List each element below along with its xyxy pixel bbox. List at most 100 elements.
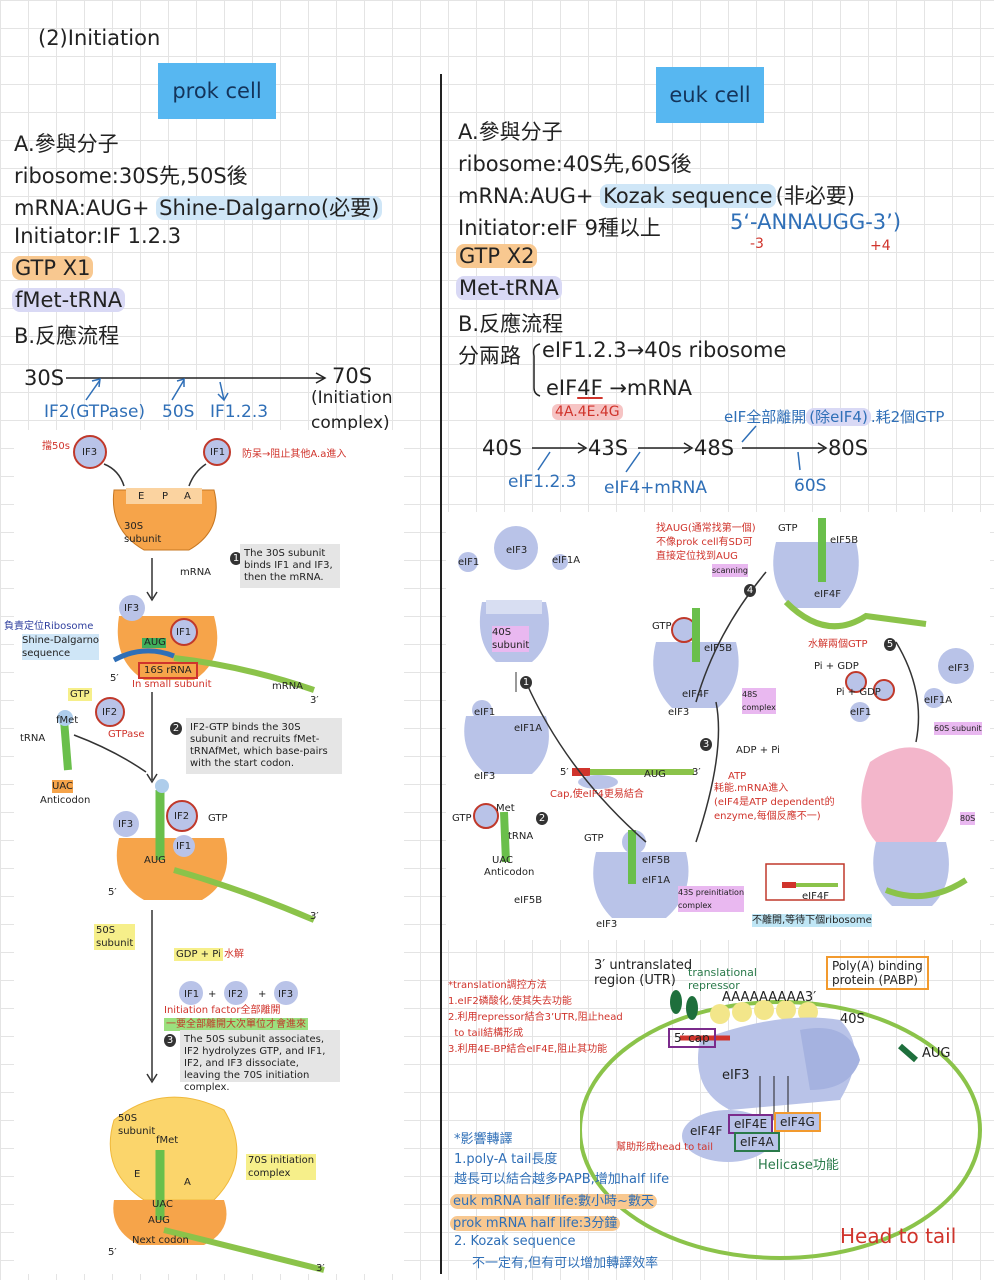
prok-flow-70s: 70S (332, 364, 372, 388)
euk-fig-eif4f-3: eIF4F (802, 890, 829, 903)
euk-affect-0: *影響轉譯 (454, 1128, 513, 1147)
euk-line-mrna: mRNA:AUG+ Kozak sequence(非必要) (458, 180, 855, 210)
prok-fig-gtpase: GTPase (108, 728, 145, 741)
euk-fig-eif3-3: eIF3 (948, 662, 969, 675)
euk-line-initiator: Initiator:eIF 9種以上 (458, 212, 661, 242)
euk-lower-polya: AAAAAAAAA3′ (722, 990, 816, 1005)
euk-fig-eif3-1: eIF3 (506, 544, 527, 557)
prok-fig-aug-2: AUG (144, 854, 166, 867)
euk-scanning: scanning (712, 564, 748, 577)
euk-fig-80s: 80S (960, 812, 975, 825)
prok-fig-next-codon: Next codon (132, 1234, 189, 1247)
prok-fig-if2-label-3: IF2 (228, 988, 243, 1001)
prok-fig-plus-1: + (208, 988, 216, 1001)
prok-fig-aug-1: AUG (144, 636, 166, 649)
euk-atp-note1: 耗能.mRNA進入 (714, 782, 788, 795)
euk-kozak-p4: +4 (870, 238, 891, 254)
euk-fig-60s: 60S subunit (934, 722, 982, 735)
prok-fig-gtp: GTP (68, 688, 92, 701)
euk-line-b: B.反應流程 (458, 308, 563, 338)
prok-fig-gdp: GDP + Pi (174, 948, 223, 961)
euk-gtp: GTP X2 (456, 244, 537, 268)
euk-fig-aug: AUG (644, 768, 666, 781)
prok-fig-mrna-2: mRNA (272, 680, 303, 693)
euk-fig-gtp-1: GTP (778, 522, 798, 535)
prok-fig-step2: IF2-GTP binds the 30S subunit and recrui… (186, 718, 342, 774)
euk-lower-eif4g: eIF4G (774, 1112, 821, 1132)
prok-fig-hydrolysis: 水解 (224, 948, 244, 961)
euk-fig-eif1a-3: eIF1A (924, 694, 952, 707)
prok-flow-label-if123: IF1.2.3 (210, 402, 268, 422)
euk-affect-3: euk mRNA half life:數小時~數天 (450, 1194, 657, 1209)
euk-fig-eif4f-1: eIF4F (814, 588, 841, 601)
euk-lower-help: 幫助形成head to tail (616, 1138, 713, 1153)
prok-fig-if-leave: Initiation factor全部離開 (164, 1004, 281, 1017)
prok-fig-if2-label-1: IF2 (102, 706, 117, 719)
euk-fig-3prime: 3′ (692, 766, 701, 779)
euk-line-a: A.參與分子 (458, 116, 563, 146)
euk-fig-num1: 1 (520, 676, 532, 689)
prok-fig-if1-label-3: IF1 (176, 840, 191, 853)
prok-fig-aug-3: AUG (148, 1214, 170, 1227)
column-divider (440, 74, 442, 1274)
euk-lower-head-tail: Head to tail (840, 1224, 956, 1248)
prok-line-b: B.反應流程 (14, 320, 119, 350)
prok-fig-p-1: P (162, 490, 168, 503)
euk-affect-2: 越長可以結合越多PAPB,增加half life (454, 1168, 669, 1187)
prok-fig-5prime-2: 5′ (108, 886, 117, 899)
prok-fig-gtp-2: GTP (208, 812, 228, 825)
euk-find-aug2: 不像prok cell有SD可 (656, 536, 753, 549)
prok-fig-e-1: E (138, 490, 144, 503)
prok-fig-trna: tRNA (20, 732, 45, 745)
prok-fig-if3-label-4: IF3 (278, 988, 293, 1001)
prok-fig-16s: 16S rRNA (138, 662, 198, 679)
prok-fig-if3-label-1: IF3 (82, 446, 97, 459)
euk-line-ribosome: ribosome:40S先,60S後 (458, 148, 692, 178)
euk-fig-num3: 3 (700, 738, 712, 751)
euk-fig-adp: ADP + Pi (736, 744, 780, 757)
euk-regulation-3: to tail結構形成 (448, 1024, 523, 1039)
prok-line-gtp-wrap: GTP X1 (12, 256, 93, 280)
prok-fig-fmet-2: fMet (156, 1134, 178, 1147)
prok-fig-a-1: A (184, 490, 191, 503)
prok-fig-if2-label-2: IF2 (174, 810, 189, 823)
prok-fig-30s-subunit: 30S subunit (124, 520, 161, 546)
euk-fig-num5: 5 (884, 638, 896, 651)
euk-fig-eif3-5: eIF3 (596, 918, 617, 931)
prok-fig-3prime-3: 3′ (316, 1262, 325, 1275)
euk-fig-eif1-3: eIF1 (850, 706, 871, 719)
euk-fig-43s: 43S preinitiation complex (678, 886, 744, 912)
prok-fig-sd-seq: Shine-Dalgarno sequence (22, 634, 99, 660)
prok-fig-3prime-1: 3′ (310, 694, 319, 707)
euk-fig-eif5b-1: eIF5B (830, 534, 858, 547)
prok-line-fmet-wrap: fMet-tRNA (12, 288, 125, 312)
prok-gtp: GTP X1 (12, 256, 93, 280)
prok-fig-a-2: A (184, 1176, 191, 1189)
euk-flow-l2: eIF4+mRNA (604, 478, 707, 498)
prok-figure: 擋50s IF3 IF1 防呆→阻止其他A.a進入 E P A 30S subu… (14, 430, 404, 1274)
prok-fig-mrna-1: mRNA (180, 566, 211, 579)
page-title: (2)Initiation (38, 26, 160, 50)
prok-fig-3prime-2: 3′ (310, 910, 319, 923)
prok-fig-e-2: E (134, 1168, 140, 1181)
prok-flow-70s-sub1: (Initiation (311, 388, 393, 408)
euk-figure: eIF3 eIF1 eIF1A 40S subunit 1 eIF1 eIF1A… (446, 512, 990, 940)
euk-path2-sub: 4A.4E.4G (552, 404, 623, 420)
euk-fig-met: Met (496, 802, 515, 815)
euk-lower-eif4e: eIF4E (728, 1114, 773, 1134)
euk-path1: eIF1.2.3→40s ribosome (542, 338, 786, 362)
euk-flow-l1: eIF1.2.3 (508, 472, 577, 492)
prok-flow-label-50s: 50S (162, 402, 194, 422)
prok-fmet: fMet-tRNA (12, 288, 125, 312)
prok-flow-30s: 30S (24, 366, 64, 390)
euk-lower-repressor: translational repressor (688, 966, 757, 992)
euk-lower-aug: AUG (922, 1046, 950, 1061)
euk-kozak-m3: -3 (750, 236, 764, 252)
prok-fig-anticodon: Anticodon (40, 794, 90, 807)
euk-lower-eif4f: eIF4F (690, 1124, 722, 1138)
prok-fig-50s-b: 50S subunit (118, 1112, 155, 1138)
prok-fig-if1-label-2: IF1 (176, 626, 191, 639)
euk-mrna-text: mRNA:AUG+ (458, 184, 600, 208)
euk-lower-eif3: eIF3 (722, 1068, 750, 1083)
euk-path2-b: 4F (577, 376, 602, 400)
